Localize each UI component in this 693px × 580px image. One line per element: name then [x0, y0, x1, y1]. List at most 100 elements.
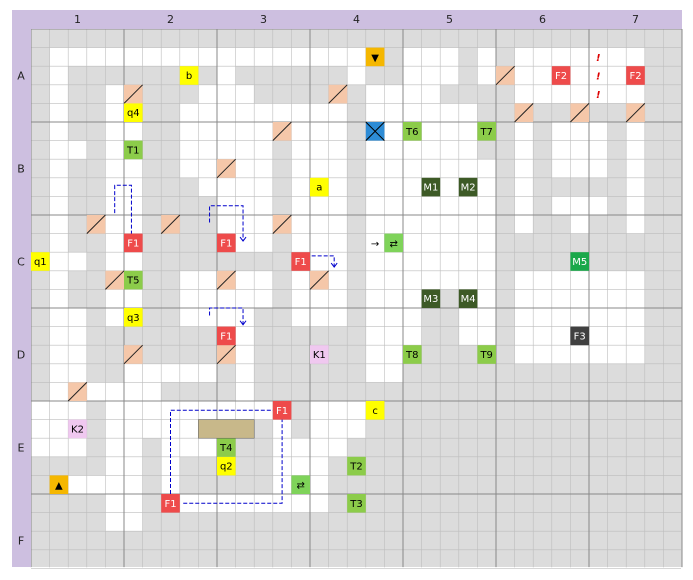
row-header-bar	[12, 10, 31, 567]
door-slash	[216, 270, 236, 290]
door-slash	[514, 103, 534, 123]
door-slash	[123, 84, 143, 104]
floor-tile	[403, 289, 422, 346]
floor-tile	[179, 47, 348, 67]
door-slash	[67, 382, 88, 402]
marker-q3-label: q3	[127, 313, 140, 324]
marker-t8-tile	[403, 345, 422, 364]
marker-m2-tile	[458, 177, 478, 197]
marker-t4-tile	[217, 438, 236, 457]
dashed-path	[181, 412, 283, 504]
arrow-right-icon: →	[371, 239, 379, 250]
door-slash	[570, 103, 590, 123]
floor-tile	[291, 103, 348, 160]
door-slash	[309, 270, 329, 290]
teleport-x-icon	[365, 121, 385, 141]
stairs-up-tile	[49, 475, 69, 494]
row-label-d: D	[17, 349, 25, 362]
warning-mark: !	[596, 72, 601, 83]
arrow-head	[239, 236, 247, 242]
marker-b-label: b	[186, 71, 192, 82]
two-way-arrow-icon: ⇄	[297, 481, 305, 492]
marker-k2-tile	[68, 419, 87, 439]
marker-t9-tile	[477, 345, 496, 364]
marker-f1-tile	[272, 401, 292, 420]
marker-t6-label: T6	[405, 127, 418, 138]
marker-f3-label: F3	[574, 331, 586, 342]
marker-t3-tile	[347, 494, 366, 513]
marker-f1-tile	[217, 326, 236, 346]
floor-tile	[551, 122, 608, 178]
floor-tile	[403, 270, 496, 290]
marker-m5-label: M5	[572, 257, 587, 268]
floor-tile	[551, 196, 608, 215]
marker-m3-label: M3	[423, 294, 438, 305]
marker-q1-tile	[31, 252, 50, 271]
marker-q2-tile	[217, 456, 236, 476]
floor-tile	[179, 308, 236, 327]
marker-f2-tile	[626, 66, 645, 85]
door-slash	[216, 158, 236, 179]
stairs-down-icon: ▼	[371, 53, 379, 64]
marker-f1-label: F1	[295, 257, 307, 268]
marker-f1-label: F1	[220, 238, 232, 249]
door-slash	[625, 103, 646, 123]
marker-f1-tile	[217, 233, 236, 253]
column-label-4: 4	[353, 13, 360, 26]
door-slash	[105, 270, 125, 290]
floor-tile	[514, 270, 645, 364]
marker-t5-label: T5	[126, 276, 139, 287]
marker-m4-tile	[458, 289, 478, 308]
marker-f2-tile	[551, 66, 571, 85]
dashed-path	[296, 255, 335, 268]
two-way-arrow-icon: ⇄	[390, 239, 398, 250]
marker-t5-tile	[124, 270, 143, 290]
floor-tile	[272, 419, 292, 513]
dashed-path	[209, 205, 244, 242]
marker-k1-tile	[310, 345, 329, 364]
column-header-bar	[12, 10, 682, 29]
marker-f1-tile	[291, 252, 310, 271]
marker-c-label: c	[372, 406, 378, 417]
door-slash	[495, 65, 515, 86]
marker-b-tile	[179, 66, 199, 85]
arrow-head	[239, 320, 247, 326]
row-label-f: F	[18, 535, 24, 548]
row-label-c: C	[17, 256, 25, 269]
marker-f2-label: F2	[629, 71, 641, 82]
column-label-2: 2	[167, 13, 174, 26]
door-slash	[272, 121, 292, 141]
stairs-up-icon: ▲	[55, 481, 63, 492]
marker-c-tile	[365, 401, 385, 420]
arrow-head	[330, 262, 338, 268]
marker-q3-tile	[124, 308, 143, 327]
marker-t9-label: T9	[479, 350, 492, 361]
door-slash	[216, 344, 236, 365]
marker-t1-label: T1	[126, 145, 139, 156]
marker-q4-tile	[124, 103, 143, 122]
marker-t2-label: T2	[349, 462, 362, 473]
dashed-path	[114, 184, 132, 242]
marker-m4-label: M4	[461, 294, 476, 305]
marker-f1-label: F1	[164, 499, 176, 510]
column-label-1: 1	[74, 13, 81, 26]
floor-tile	[570, 215, 589, 234]
marker-f3-tile	[570, 326, 589, 346]
door-slash	[86, 214, 106, 234]
marker-t8-label: T8	[405, 350, 418, 361]
floor-tile	[384, 84, 403, 104]
marker-m3-tile	[421, 289, 441, 308]
dashed-path	[170, 409, 277, 494]
marker-m1-label: M1	[423, 183, 438, 194]
row-label-e: E	[18, 442, 25, 455]
door-slash	[160, 214, 181, 234]
floor-tile	[49, 47, 69, 439]
marker-q1-label: q1	[34, 257, 47, 268]
marker-f1-label: F1	[220, 331, 232, 342]
marker-t4-label: T4	[219, 443, 232, 454]
marker-t7-tile	[477, 122, 496, 141]
